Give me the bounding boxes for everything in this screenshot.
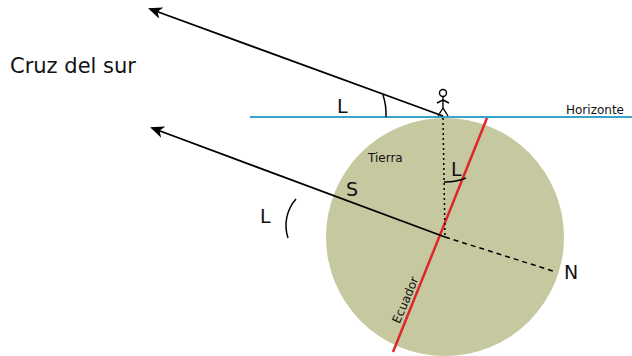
- southern-cross-ray: [150, 9, 443, 116]
- angle-label: L: [337, 97, 348, 116]
- horizon-label: Horizonte: [566, 104, 624, 116]
- angle-arc: [286, 199, 296, 238]
- object-name: Cruz del sur: [10, 56, 136, 77]
- earth-label: Tierra: [368, 152, 403, 164]
- angle-label: L: [260, 207, 271, 226]
- angle-arc: [383, 95, 386, 117]
- pole-label: S: [346, 180, 358, 199]
- axis-south-ray: [152, 128, 445, 237]
- angle-label: L: [451, 160, 462, 179]
- observer-figure: [437, 90, 449, 117]
- pole-label: N: [564, 263, 578, 282]
- axis-north: [445, 237, 556, 272]
- horizon-line: [250, 116, 632, 118]
- vertical-line: [443, 118, 445, 237]
